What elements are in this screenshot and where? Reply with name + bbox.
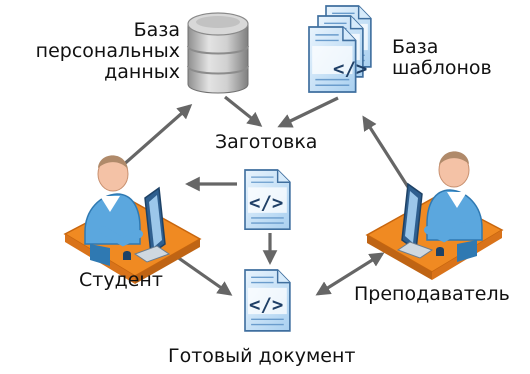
arrow-teacher-final-bidirectional: [315, 252, 385, 296]
draft-label: Заготовка: [215, 131, 318, 153]
arrow-db-to-draft: [224, 95, 263, 127]
database-label: База персональных данных: [20, 20, 180, 83]
final-glyph: </>: [249, 294, 283, 316]
arrow-teacher-to-templates: [362, 115, 410, 188]
teacher-label: Преподаватель: [354, 283, 510, 305]
templates-glyph: </>: [333, 58, 367, 80]
arrow-student-to-final: [169, 250, 233, 296]
document-stack-icon: </>: [308, 5, 372, 93]
database-icon: [187, 12, 249, 94]
arrow-templates-to-draft: [277, 96, 339, 128]
final-document-label: Готовый документ: [168, 345, 356, 367]
templates-label-line-2: шаблонов: [392, 57, 492, 79]
draft-document-icon: </>: [244, 169, 291, 230]
flow-arrows: [120, 95, 410, 296]
templates-label: База шаблонов: [392, 37, 522, 79]
database-label-line-3: данных: [104, 61, 180, 83]
database-label-line-2: персональных: [35, 40, 180, 62]
student-icon: [65, 155, 200, 284]
student-label: Студент: [79, 269, 163, 291]
templates-label-line-1: База: [392, 36, 439, 58]
teacher-icon: [367, 151, 502, 280]
arrow-student-to-db: [120, 104, 193, 168]
draft-glyph: </>: [249, 192, 283, 214]
database-label-line-1: База: [133, 19, 180, 41]
final-document-icon: </>: [244, 269, 291, 332]
